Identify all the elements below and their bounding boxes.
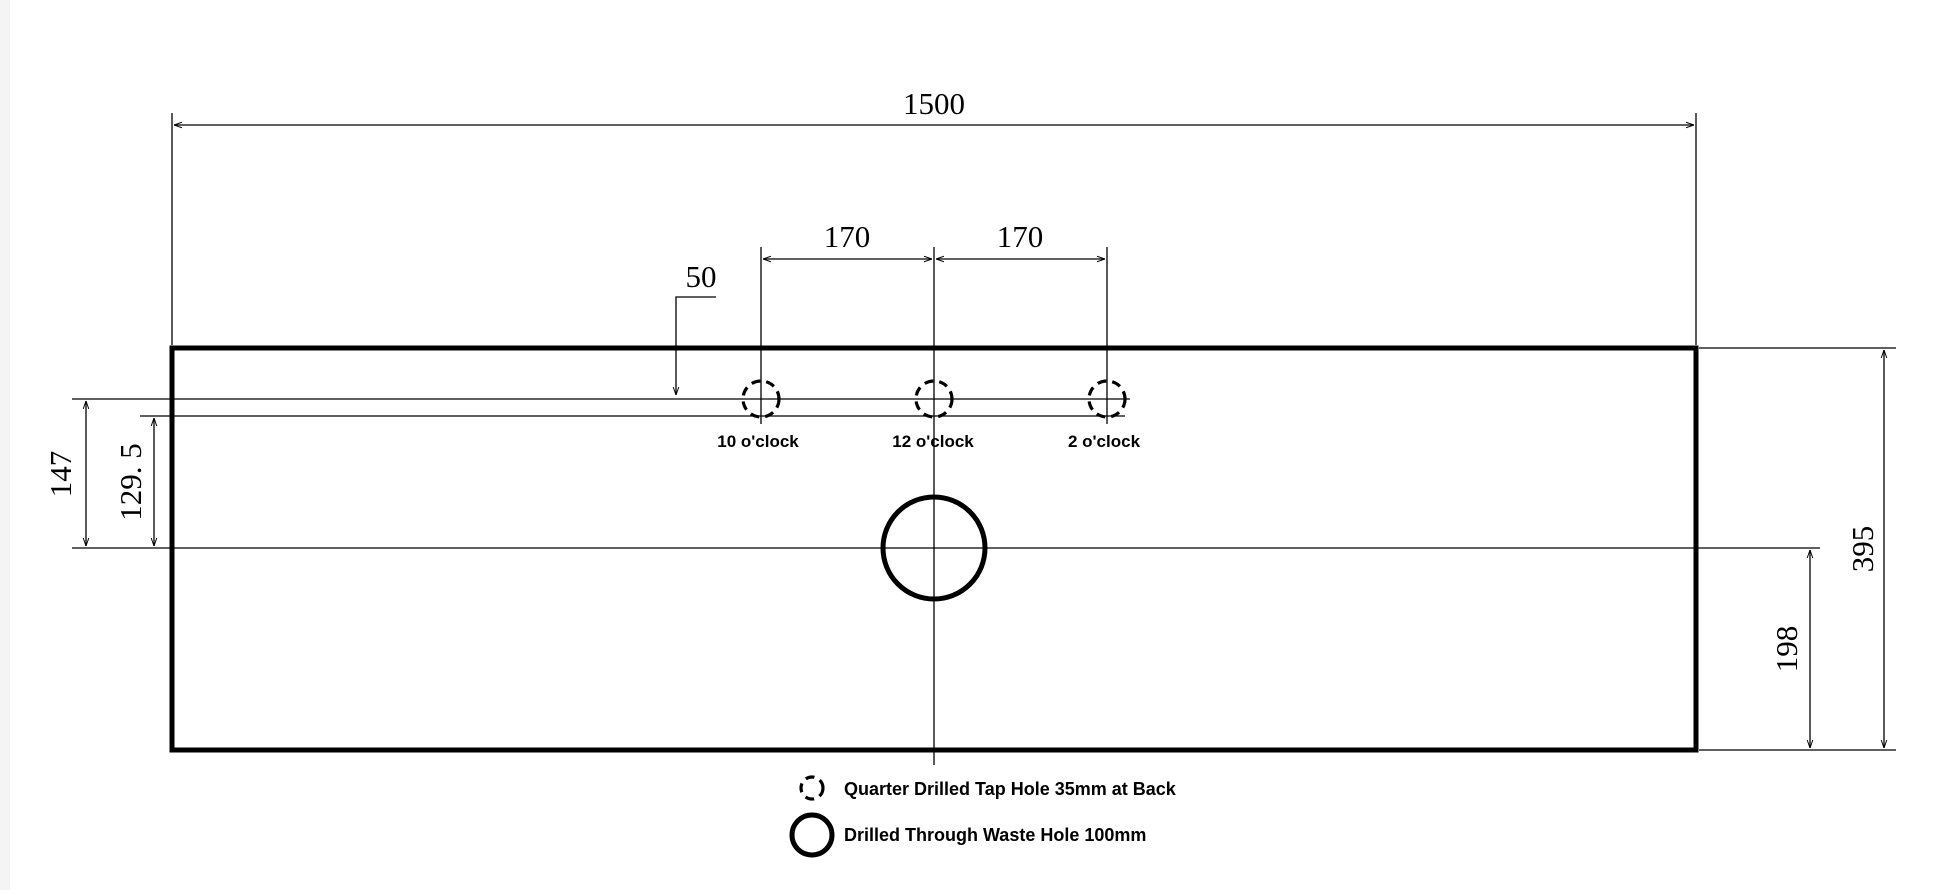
legend-tap-hole-symbol <box>799 775 825 801</box>
tap-spacing-right-label: 170 <box>997 219 1044 254</box>
tap-setback-label: 50 <box>686 259 717 294</box>
waste-from-front-label: 198 <box>1769 626 1804 673</box>
waste-from-front-dimension: 198 <box>1769 550 1810 748</box>
tap-spacing-dimension: 170 170 <box>760 219 1108 765</box>
legend: Quarter Drilled Tap Hole 35mm at Back Dr… <box>789 775 1177 858</box>
tap-hole-2-oclock <box>1087 379 1127 419</box>
page-margin <box>0 0 10 890</box>
tap-hole-label-12: 12 o'clock <box>892 432 974 451</box>
overall-width-dimension: 1500 <box>171 86 1697 345</box>
tap-hole-12-oclock <box>914 379 954 419</box>
legend-waste-hole-symbol <box>789 812 835 858</box>
tap-from-waste-label: 147 <box>43 451 78 498</box>
overall-depth-label: 395 <box>1845 526 1880 573</box>
tap-edge-from-waste-dimension: 129. 5 <box>113 418 154 546</box>
overall-width-label: 1500 <box>903 86 965 121</box>
tap-from-waste-dimension: 147 <box>43 401 86 546</box>
legend-waste-hole-label: Drilled Through Waste Hole 100mm <box>844 825 1146 845</box>
tap-edge-from-waste-label: 129. 5 <box>113 443 148 521</box>
overall-depth-dimension: 395 <box>1845 350 1884 748</box>
tap-spacing-left-label: 170 <box>824 219 871 254</box>
tap-hole-label-10: 10 o'clock <box>717 432 799 451</box>
legend-tap-hole-label: Quarter Drilled Tap Hole 35mm at Back <box>844 779 1177 799</box>
waste-hole <box>880 494 988 602</box>
tap-setback-dimension: 50 <box>676 259 717 395</box>
tap-hole-10-oclock <box>741 379 781 419</box>
tap-hole-label-2: 2 o'clock <box>1068 432 1141 451</box>
